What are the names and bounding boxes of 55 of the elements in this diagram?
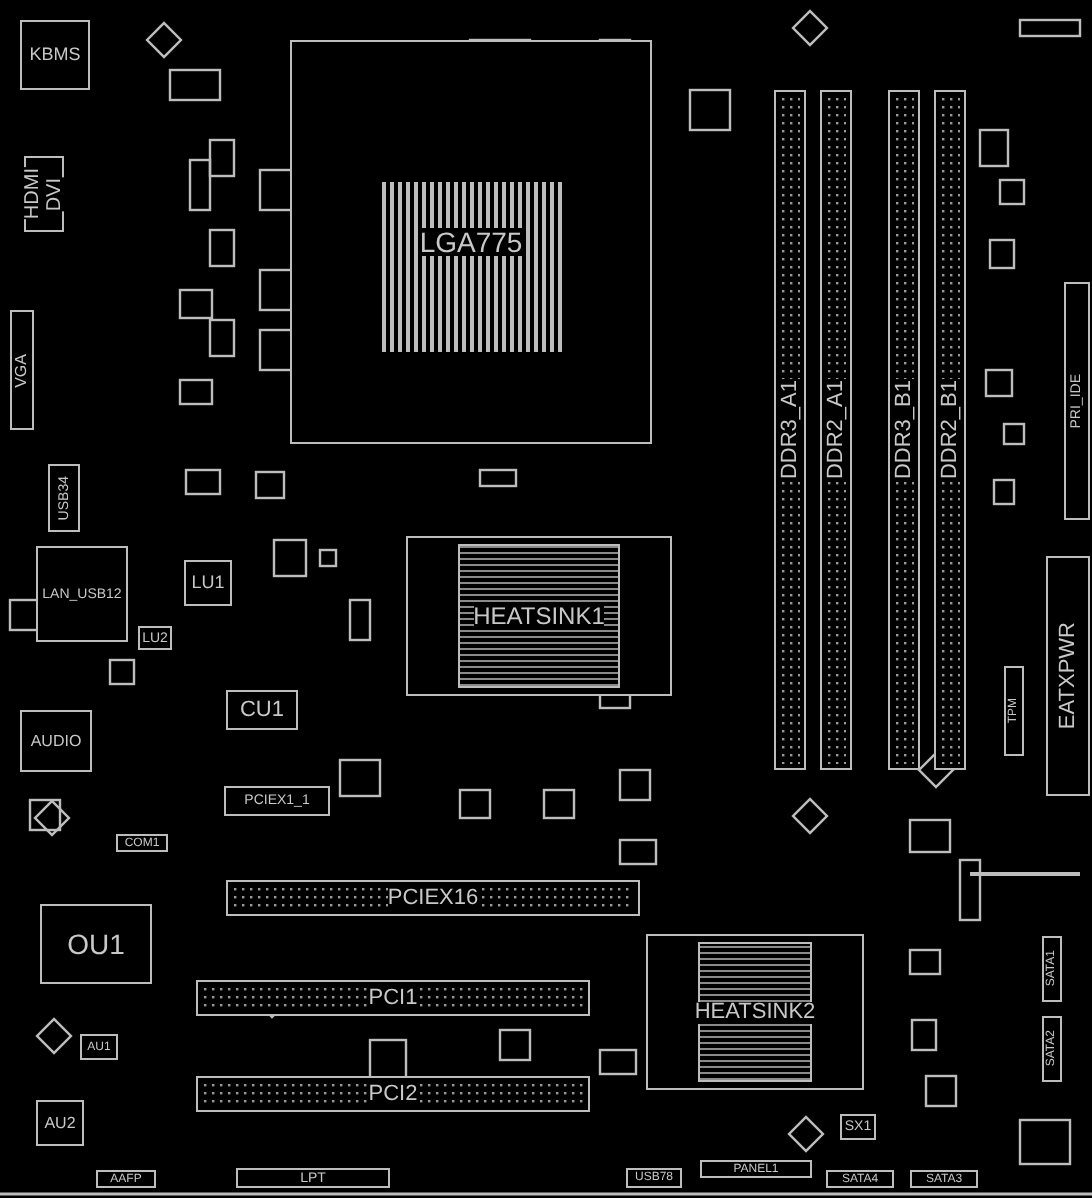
chip	[226, 690, 298, 730]
chip	[80, 1034, 118, 1060]
chip	[36, 1100, 84, 1146]
component-label: AUDIO	[30, 733, 82, 749]
cpu-socket	[290, 40, 652, 444]
component-label: HEATSINK1	[473, 604, 605, 628]
component-label: DDR2_A1	[825, 380, 847, 480]
chip	[138, 626, 172, 650]
header-connector	[236, 1168, 390, 1188]
sata-connector	[1042, 1016, 1062, 1082]
audio-connector	[20, 710, 92, 772]
component-label: DDR3_B1	[893, 380, 915, 480]
expansion-slot	[226, 880, 640, 916]
chip	[40, 904, 152, 984]
expansion-slot	[224, 786, 330, 816]
chip	[840, 1114, 876, 1140]
component-label: VGA	[14, 353, 30, 387]
heatsink-outline	[646, 934, 864, 1090]
ide-connector	[1064, 282, 1090, 520]
component-label: HDMI	[23, 168, 43, 220]
sata-connector	[910, 1170, 978, 1188]
expansion-slot	[196, 980, 590, 1016]
lan-usb-connector	[36, 546, 128, 642]
component-label: PCI1	[368, 987, 418, 1009]
memory-slot	[820, 90, 852, 770]
component-label: KBMS	[29, 46, 81, 64]
component-label: LU1	[191, 574, 225, 592]
sata-connector	[826, 1170, 894, 1188]
heatsink-outline	[406, 536, 672, 696]
component-label: LGA775	[419, 228, 523, 256]
component-label: EATXPWR	[1057, 622, 1079, 730]
video-connector	[24, 156, 64, 232]
vga-connector	[10, 310, 34, 430]
header-connector	[1004, 666, 1024, 756]
memory-slot	[774, 90, 806, 770]
component-label: AU2	[44, 1115, 76, 1131]
component-label: HEATSINK2	[694, 1001, 816, 1023]
chip	[184, 560, 232, 606]
component-label: CU1	[239, 699, 284, 721]
expansion-slot	[196, 1076, 590, 1112]
component-label: PCI2	[368, 1083, 418, 1105]
memory-slot	[888, 90, 920, 770]
usb-connector	[48, 464, 80, 532]
header-connector	[700, 1160, 812, 1178]
header-connector	[116, 834, 168, 852]
header-connector	[96, 1170, 156, 1188]
power-connector	[1046, 556, 1090, 796]
keyboard-mouse-connector	[20, 20, 90, 90]
component-label: DVI	[45, 177, 65, 211]
memory-slot	[934, 90, 966, 770]
header-connector	[626, 1168, 682, 1188]
sata-connector	[1042, 936, 1062, 1002]
component-label: OU1	[67, 930, 125, 958]
component-label: DDR2_B1	[939, 380, 961, 480]
component-label: DDR3_A1	[779, 380, 801, 480]
